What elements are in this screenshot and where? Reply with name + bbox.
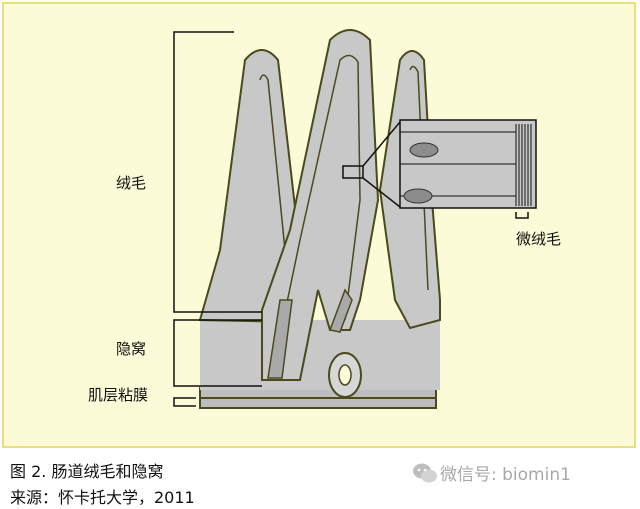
caption-source: 来源：怀卡托大学，2011 xyxy=(10,488,195,507)
base-tissue xyxy=(200,320,440,390)
villi-bracket xyxy=(173,31,262,313)
crypts-bracket xyxy=(173,319,262,387)
muscularis-bracket xyxy=(173,397,196,407)
label-microvilli: 微绒毛 xyxy=(516,230,562,248)
left-villus xyxy=(198,49,301,324)
wechat-icon xyxy=(413,463,437,483)
cell-nucleus-top xyxy=(409,142,439,158)
caption-title: 图 2. 肠道绒毛和隐窝 xyxy=(10,462,164,481)
label-crypts: 隐窝 xyxy=(116,340,147,358)
watermark: 微信号: biomin1 xyxy=(440,465,571,485)
intestinal-diagram xyxy=(173,29,537,409)
label-villi: 绒毛 xyxy=(116,174,147,192)
crypt-right xyxy=(328,288,353,333)
microvilli-bracket xyxy=(515,212,529,219)
crypt-left xyxy=(267,299,293,379)
microvilli-brush-border xyxy=(515,124,532,206)
cell-nucleus-bottom xyxy=(403,188,433,204)
zoom-marker xyxy=(342,165,364,179)
label-muscularis-mucosae: 肌层粘膜 xyxy=(88,386,149,404)
